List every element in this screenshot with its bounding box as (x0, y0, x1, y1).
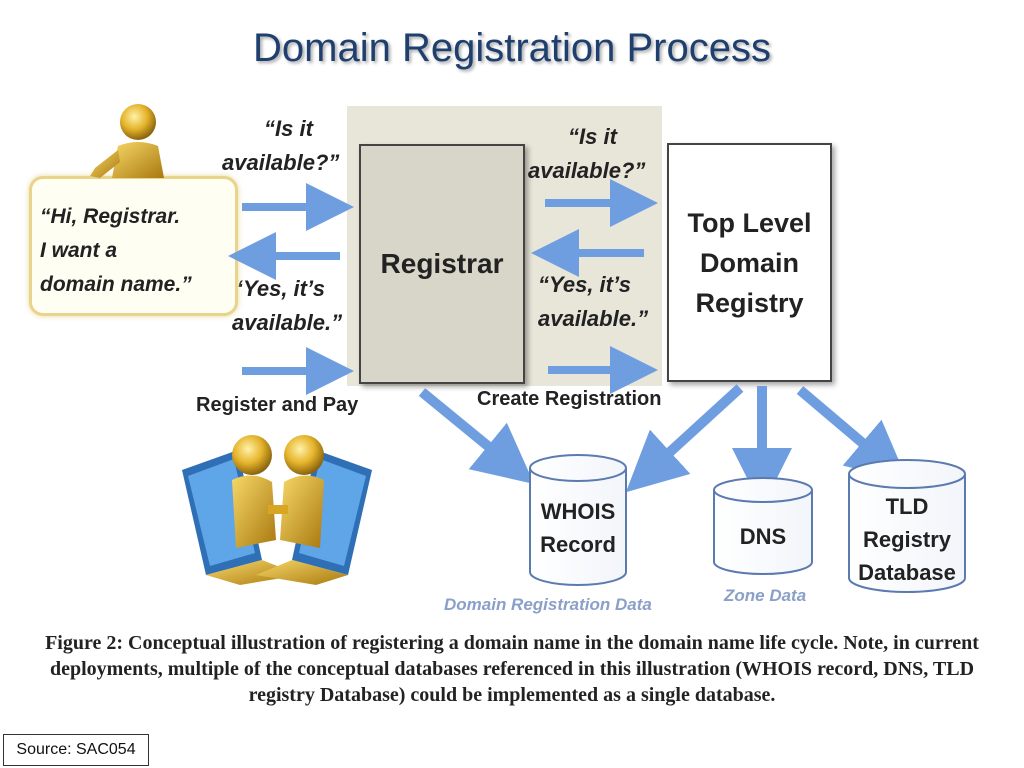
left-ask-line-1: “Is it (264, 116, 313, 141)
whois-record-label: WHOIS Record (530, 495, 626, 561)
right-arrows (531, 179, 658, 394)
gold-person-figure (90, 104, 164, 178)
arrow-registry-to-whois (625, 384, 744, 493)
tld-label-line-2: Domain (699, 247, 799, 278)
tld-registry-box: Top Level Domain Registry (667, 143, 832, 382)
source-box: Source: SAC054 (3, 734, 149, 766)
right-ask-quote: “Is it available?” (528, 120, 645, 188)
dns-label-line-1: DNS (739, 524, 787, 549)
arrow-registry-to-tld-db (796, 386, 908, 482)
whois-cylinder (529, 454, 627, 586)
left-reply-quote: “Yes, it’s available.” (232, 272, 342, 340)
arrow-registrar-to-whois (418, 388, 535, 485)
dns-cylinder (713, 477, 813, 575)
registrar-label: Registrar (380, 248, 504, 279)
tld-db-label-line-2: Registry (862, 527, 952, 552)
right-ask-line-2: available?” (528, 158, 646, 183)
tld-label-line-1: Top Level (687, 207, 812, 238)
zone-data-label: Zone Data (724, 586, 807, 605)
tld-db-cylinder (848, 459, 966, 593)
register-and-pay-label: Register and Pay (196, 394, 359, 416)
whois-label-line-2: Record (540, 532, 616, 557)
page-title: Domain Registration Process (253, 26, 771, 70)
tld-label-line-3: Registry (695, 287, 804, 318)
left-reply-line-1: “Yes, it’s (232, 276, 325, 301)
left-arrows (228, 183, 354, 395)
left-ask-quote: “Is it available?” (222, 112, 339, 180)
registrar-box: Registrar (359, 144, 525, 384)
right-ask-line-1: “Is it (568, 124, 617, 149)
dns-label: DNS (714, 520, 812, 553)
tld-db-label-line-1: TLD (885, 494, 929, 519)
right-reply-line-2: available.” (538, 306, 649, 331)
gold-people-with-laptops-figure (182, 435, 372, 585)
whois-label-line-1: WHOIS (540, 499, 616, 524)
figure-caption: Figure 2: Conceptual illustration of reg… (45, 632, 979, 706)
database-arrows (418, 384, 908, 508)
left-ask-line-2: available?” (222, 150, 340, 175)
domain-registration-data-label: Domain Registration Data (444, 595, 652, 614)
tld-registry-database-label: TLD Registry Database (849, 490, 965, 589)
left-reply-line-2: available.” (232, 310, 343, 335)
speech-bubble-text: “Hi, Registrar. I want a domain name.” (40, 205, 192, 296)
tld-db-label-line-3: Database (858, 560, 956, 585)
